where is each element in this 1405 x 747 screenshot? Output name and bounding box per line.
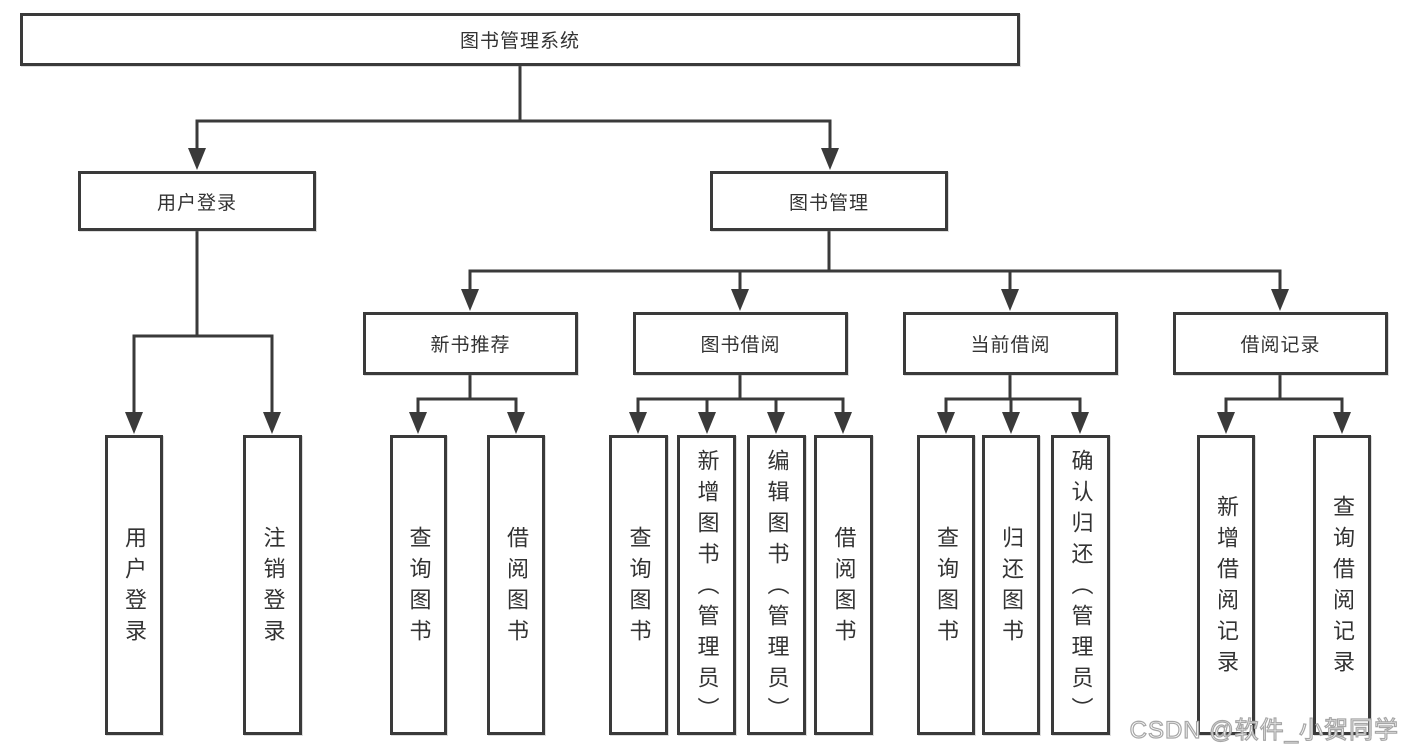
leaf-user-login: 用户登录 xyxy=(105,435,163,735)
node-current-borrowing: 当前借阅 xyxy=(903,312,1118,375)
leaf-borrow-books-recommend: 借阅图书 xyxy=(487,435,545,735)
leaf-add-books-admin: 新增图书（管理员） xyxy=(677,435,736,735)
node-new-book-recommendation: 新书推荐 xyxy=(363,312,578,375)
leaf-edit-books-admin: 编辑图书（管理员） xyxy=(747,435,806,735)
leaf-query-borrow-record: 查询借阅记录 xyxy=(1313,435,1371,735)
node-user-login-branch: 用户登录 xyxy=(78,171,316,231)
leaf-query-books-current: 查询图书 xyxy=(917,435,975,735)
node-book-management-branch: 图书管理 xyxy=(710,171,948,231)
csdn-watermark: CSDN @软件_小贺同学 xyxy=(1129,716,1399,744)
node-book-borrowing: 图书借阅 xyxy=(633,312,848,375)
leaf-add-borrow-record: 新增借阅记录 xyxy=(1197,435,1255,735)
leaf-logout: 注销登录 xyxy=(243,435,302,735)
node-library-management-system: 图书管理系统 xyxy=(20,13,1020,66)
leaf-query-books-borrow: 查询图书 xyxy=(609,435,668,735)
leaf-return-books: 归还图书 xyxy=(982,435,1040,735)
leaf-query-books-recommend: 查询图书 xyxy=(390,435,447,735)
node-borrowing-records: 借阅记录 xyxy=(1173,312,1388,375)
leaf-confirm-return-admin: 确认归还（管理员） xyxy=(1051,435,1110,735)
leaf-borrow-books: 借阅图书 xyxy=(814,435,873,735)
